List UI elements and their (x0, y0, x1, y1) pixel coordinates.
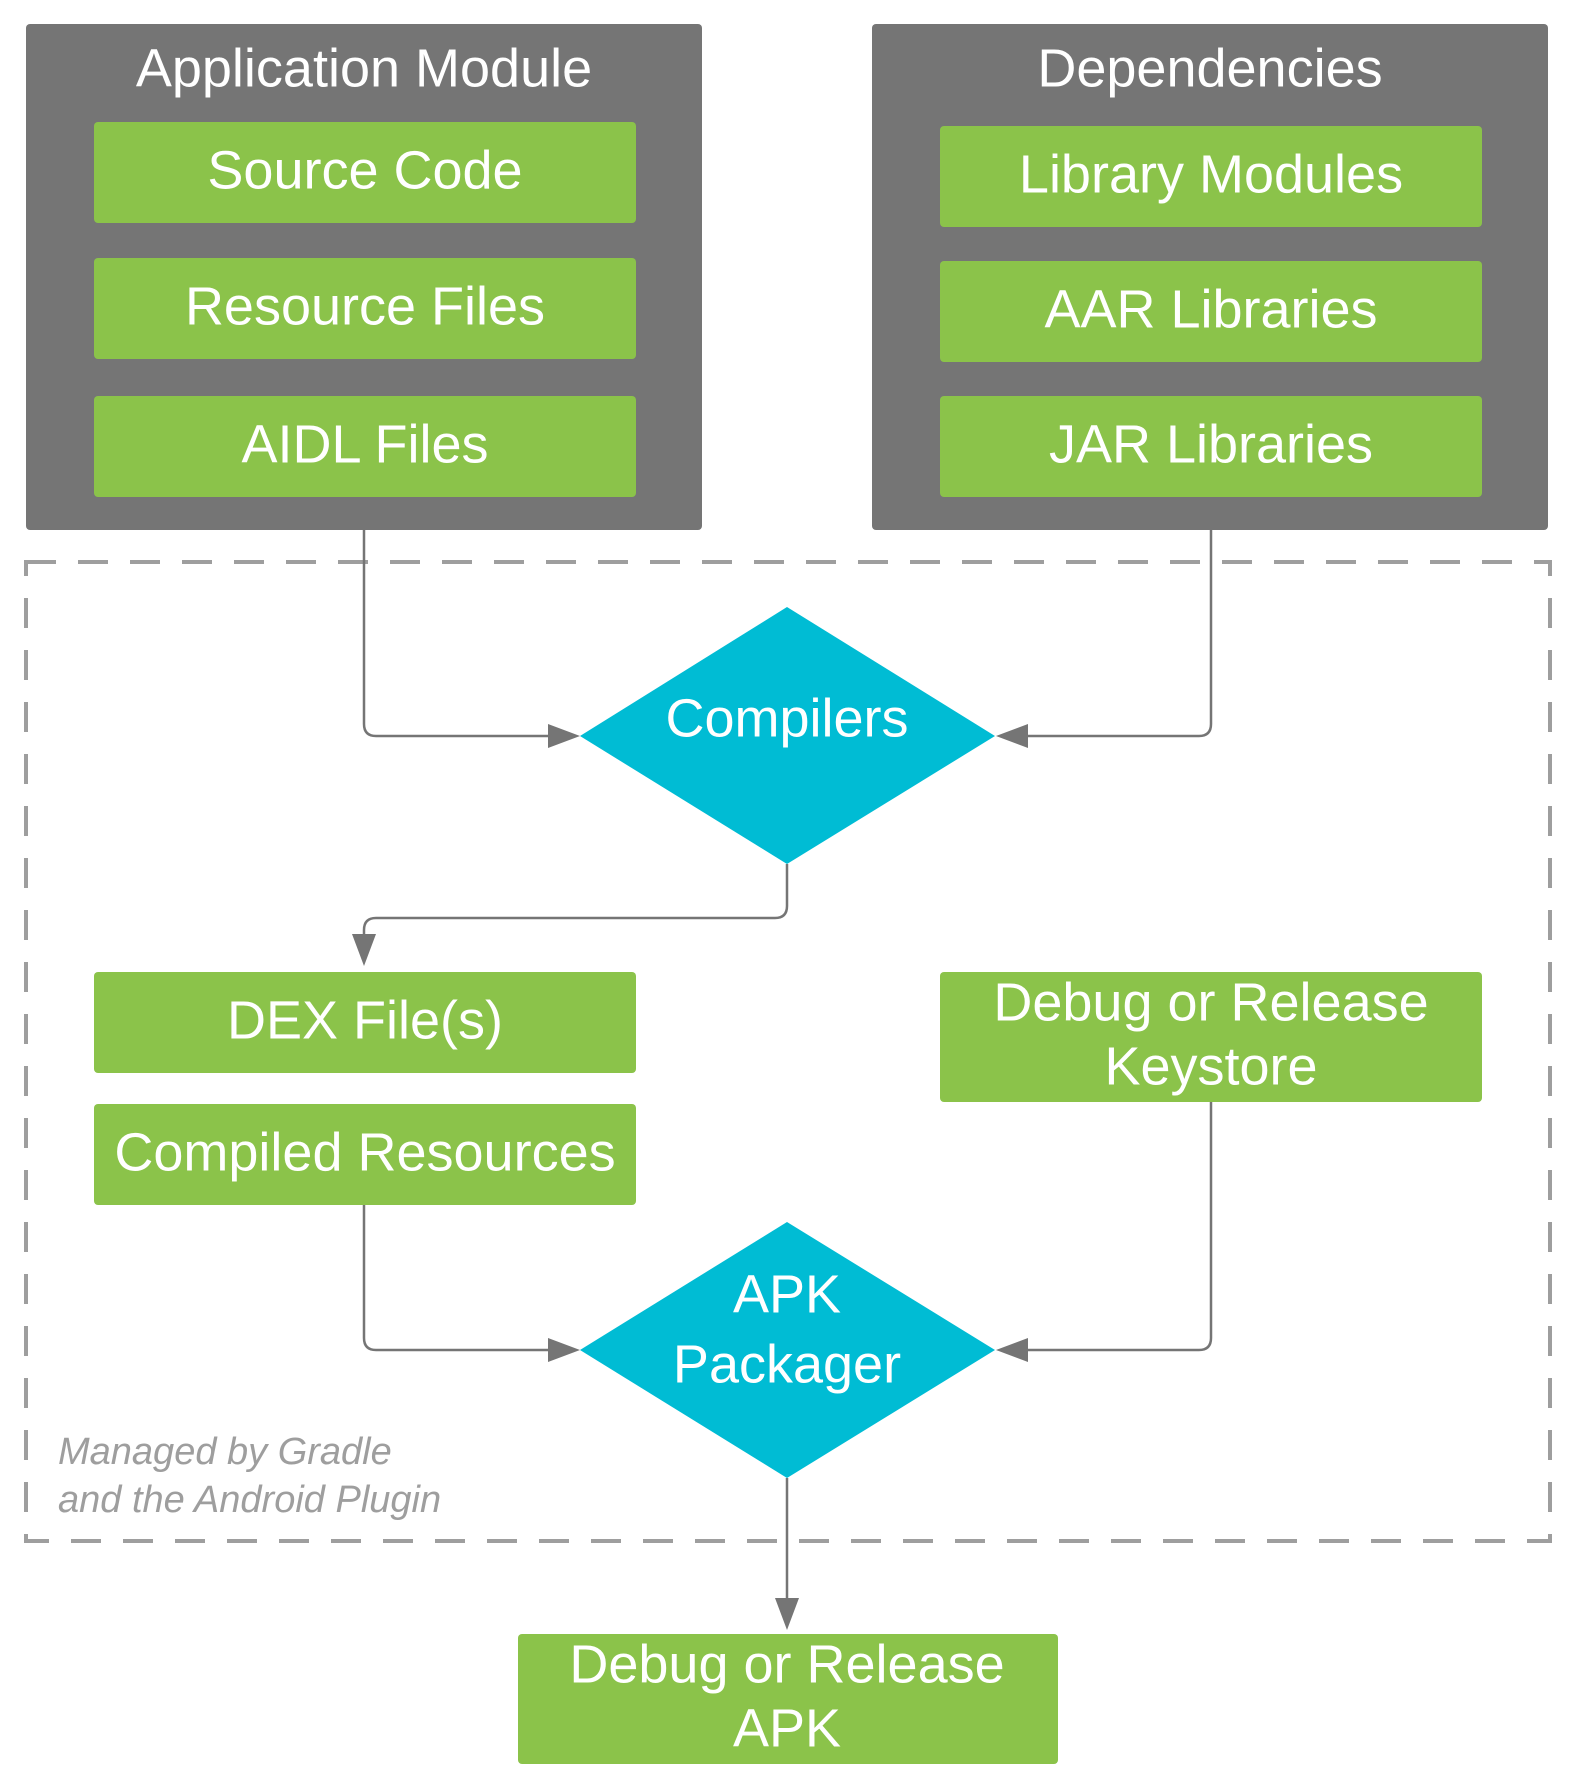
output-apk-label-line2: APK (733, 1698, 841, 1758)
jar-libraries-box (940, 396, 1482, 497)
keystore-label-line1: Debug or Release (993, 972, 1428, 1032)
dex-files-label: DEX File(s) (227, 990, 503, 1050)
keystore-to-packager-arrow (996, 1338, 1028, 1362)
dependencies-group: Dependencies Library Modules AAR Librari… (872, 24, 1548, 530)
compilers-to-outputs-connector (362, 864, 789, 938)
application-module-group: Application Module Source Code Resource … (26, 24, 702, 530)
dependencies-to-compilers-arrow (996, 724, 1028, 748)
apk-packager-label-line1: APK (733, 1264, 841, 1324)
apk-packager-label-line2: Packager (673, 1334, 901, 1394)
dex-files-box (94, 972, 636, 1073)
compiled-resources-label: Compiled Resources (114, 1122, 615, 1182)
packager-to-apk-arrow (775, 1598, 799, 1630)
library-modules-box (940, 126, 1482, 227)
aar-libraries-label: AAR Libraries (1044, 279, 1377, 339)
resource-files-box (94, 258, 636, 359)
apk-packager-diamond (580, 1222, 995, 1478)
keystore-to-packager-connector (1020, 1102, 1213, 1352)
dependencies-to-compilers-connector (1020, 530, 1213, 738)
managed-note-line1: Managed by Gradle (58, 1431, 392, 1473)
keystore-label-line2: Keystore (1104, 1036, 1317, 1096)
aidl-files-label: AIDL Files (241, 414, 488, 474)
dependencies-title: Dependencies (1037, 38, 1382, 98)
compilers-label: Compilers (665, 688, 908, 748)
compiled-resources-box (94, 1104, 636, 1205)
source-code-box (94, 122, 636, 223)
managed-note-line2: and the Android Plugin (58, 1479, 441, 1521)
output-apk-box (518, 1634, 1058, 1764)
keystore-box (940, 972, 1482, 1102)
app-module-to-compilers-arrow (548, 724, 580, 748)
compiled-resources-to-packager-connector (362, 1205, 556, 1352)
compilers-diamond (580, 607, 995, 864)
app-module-to-compilers-connector (362, 530, 556, 738)
aar-libraries-box (940, 261, 1482, 362)
library-modules-label: Library Modules (1019, 144, 1403, 204)
output-apk-label-line1: Debug or Release (569, 1634, 1004, 1694)
jar-libraries-label: JAR Libraries (1049, 414, 1373, 474)
resource-files-label: Resource Files (185, 276, 545, 336)
application-module-title: Application Module (136, 38, 592, 98)
compiled-resources-to-packager-arrow (548, 1338, 580, 1362)
compilers-to-outputs-arrow (352, 934, 376, 966)
source-code-label: Source Code (207, 140, 522, 200)
aidl-files-box (94, 396, 636, 497)
